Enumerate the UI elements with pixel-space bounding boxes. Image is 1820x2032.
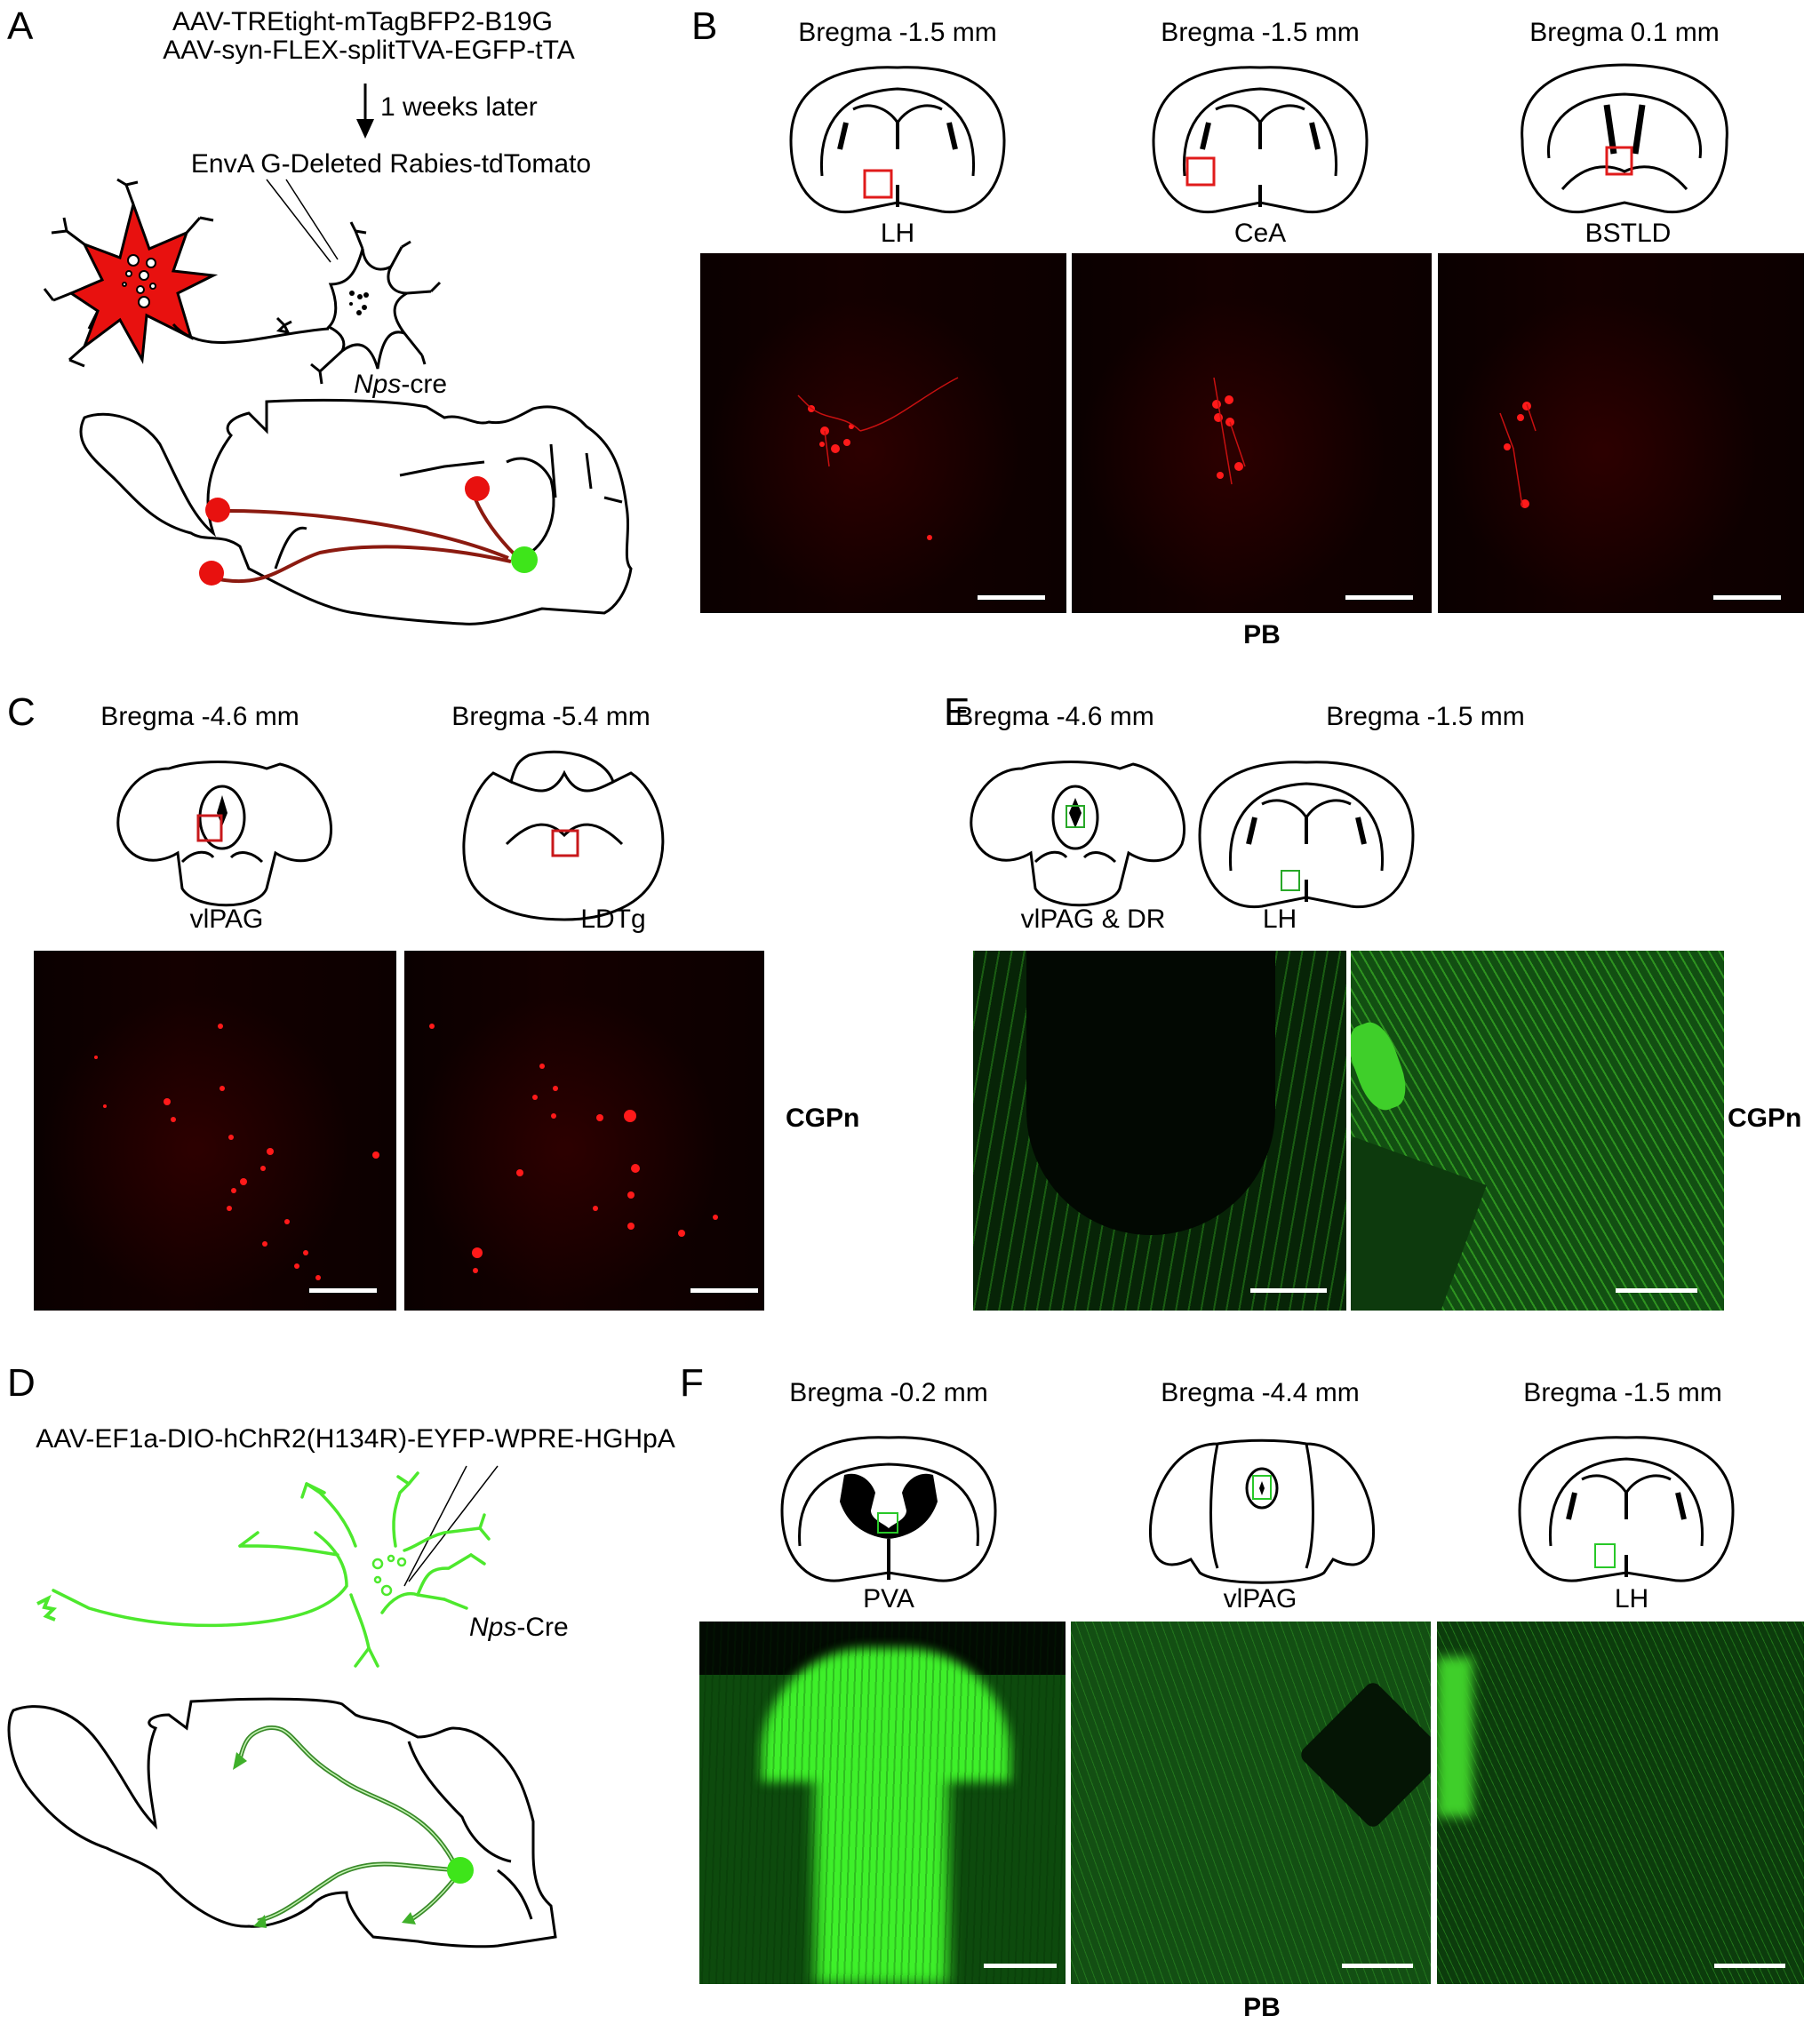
panel-a-neuron-diagram bbox=[43, 178, 442, 385]
micrograph-c-vlpag bbox=[34, 951, 396, 1311]
panel-e-section-lh bbox=[1198, 761, 1415, 909]
panel-b-bregma-3: Bregma 0.1 mm bbox=[1529, 18, 1720, 47]
panel-d-letter: D bbox=[7, 1361, 36, 1405]
scale-bar bbox=[1342, 1964, 1413, 1968]
scale-bar bbox=[1345, 595, 1413, 600]
micrograph-e-lh bbox=[1351, 951, 1724, 1311]
panel-c-side-label: CGPn bbox=[786, 1104, 860, 1133]
panel-a-letter: A bbox=[7, 4, 34, 48]
panel-b-coronal-lh bbox=[789, 66, 1006, 214]
scale-bar bbox=[1713, 595, 1781, 600]
panel-c-bregma-1: Bregma -4.6 mm bbox=[100, 702, 299, 731]
panel-b-region-3: BSTLD bbox=[1585, 219, 1672, 248]
starter-region-dot bbox=[511, 546, 538, 573]
panel-c-region-2: LDTg bbox=[580, 904, 646, 934]
panel-a-starter-label: Nps-cre bbox=[354, 370, 448, 399]
panel-b-bregma-2: Bregma -1.5 mm bbox=[1161, 18, 1360, 47]
panel-c-bregma-2: Bregma -5.4 mm bbox=[451, 702, 651, 731]
micrograph-b-lh bbox=[700, 253, 1066, 613]
roi-box bbox=[863, 169, 893, 199]
panel-e-bregma-2: Bregma -1.5 mm bbox=[1326, 702, 1525, 731]
panel-d-neuron-diagram bbox=[36, 1465, 499, 1668]
panel-a-virus-3: EnvA G-Deleted Rabies-tdTomato bbox=[190, 149, 592, 179]
panel-f-bregma-2: Bregma -4.4 mm bbox=[1161, 1378, 1360, 1407]
panel-c-region-1: vlPAG bbox=[189, 904, 264, 934]
panel-b-footer: PB bbox=[1243, 620, 1281, 649]
micrograph-f-pva bbox=[699, 1622, 1066, 1984]
panel-f-bregma-1: Bregma -0.2 mm bbox=[789, 1378, 988, 1407]
panel-c-section-ldtg bbox=[462, 750, 665, 921]
down-arrow-icon bbox=[356, 84, 374, 139]
panel-a-sagittal-brain bbox=[79, 398, 633, 626]
panel-b-bregma-1: Bregma -1.5 mm bbox=[798, 18, 997, 47]
panel-f-region-2: vlPAG bbox=[1223, 1584, 1297, 1614]
roi-box bbox=[1281, 870, 1300, 891]
roi-box bbox=[1185, 156, 1216, 187]
scale-bar bbox=[1250, 1288, 1327, 1293]
starter-region-dot bbox=[447, 1857, 474, 1884]
panel-a-delay-label: 1 weeks later bbox=[380, 92, 538, 122]
panel-d-cell-label: Nps-Cre bbox=[469, 1613, 569, 1642]
panel-e-side-label: CGPn bbox=[1728, 1104, 1802, 1133]
panel-e-bregma-1: Bregma -4.6 mm bbox=[955, 702, 1154, 731]
input-region-dot bbox=[205, 498, 230, 522]
panel-c-letter: C bbox=[7, 690, 36, 734]
panel-c-section-vlpag bbox=[116, 761, 333, 907]
micrograph-f-vlpag bbox=[1071, 1622, 1431, 1984]
roi-box bbox=[1066, 805, 1085, 828]
micrograph-b-cea bbox=[1072, 253, 1432, 613]
panel-f-region-1: PVA bbox=[863, 1584, 914, 1614]
panel-b-coronal-bstld bbox=[1521, 63, 1728, 214]
starter-neuron-white bbox=[326, 248, 412, 370]
panel-d-sagittal-brain bbox=[7, 1697, 557, 1948]
roi-box bbox=[1605, 146, 1633, 176]
panel-f-bregma-3: Bregma -1.5 mm bbox=[1523, 1378, 1722, 1407]
micrograph-e-vlpag-dr bbox=[973, 951, 1346, 1311]
panel-b-region-1: LH bbox=[880, 219, 915, 248]
panel-d-virus: AAV-EF1a-DIO-hChR2(H134R)-EYFP-WPRE-HGHp… bbox=[36, 1424, 675, 1454]
roi-box bbox=[551, 829, 579, 857]
panel-f-coronal-lh bbox=[1518, 1436, 1735, 1582]
roi-box bbox=[196, 814, 223, 842]
panel-e-letter: E bbox=[944, 690, 970, 734]
micrograph-c-ldtg bbox=[404, 951, 764, 1311]
panel-b-region-2: CeA bbox=[1233, 219, 1287, 248]
panel-a-virus-2: AAV-syn-FLEX-splitTVA-EGFP-tTA bbox=[163, 36, 575, 65]
micrograph-f-lh bbox=[1437, 1622, 1804, 1984]
panel-f-letter: F bbox=[680, 1361, 704, 1405]
scale-bar bbox=[309, 1288, 377, 1293]
scale-bar bbox=[1714, 1964, 1785, 1968]
panel-b-letter: B bbox=[691, 4, 718, 48]
panel-e-region-1: vlPAG & DR bbox=[1020, 904, 1166, 934]
roi-box bbox=[1252, 1475, 1272, 1500]
roi-box bbox=[877, 1512, 898, 1534]
micrograph-b-bstld bbox=[1438, 253, 1804, 613]
panel-a-virus-1: AAV-TREtight-mTagBFP2-B19G bbox=[172, 7, 553, 36]
scale-bar bbox=[1616, 1288, 1697, 1293]
panel-f-region-3: LH bbox=[1614, 1584, 1649, 1614]
panel-f-coronal-pva bbox=[780, 1436, 997, 1582]
scale-bar bbox=[984, 1964, 1057, 1968]
roi-box bbox=[1594, 1543, 1616, 1568]
panel-f-section-vlpag bbox=[1148, 1438, 1376, 1584]
input-neuron-red bbox=[68, 199, 219, 364]
scale-bar bbox=[690, 1288, 758, 1293]
panel-b-coronal-cea bbox=[1152, 66, 1369, 214]
panel-e-section-vlpag bbox=[970, 761, 1186, 907]
panel-e-region-2: LH bbox=[1262, 904, 1297, 934]
input-region-dot bbox=[199, 561, 224, 586]
scale-bar bbox=[978, 595, 1045, 600]
input-region-dot bbox=[465, 476, 490, 501]
panel-f-footer: PB bbox=[1243, 1993, 1281, 2022]
